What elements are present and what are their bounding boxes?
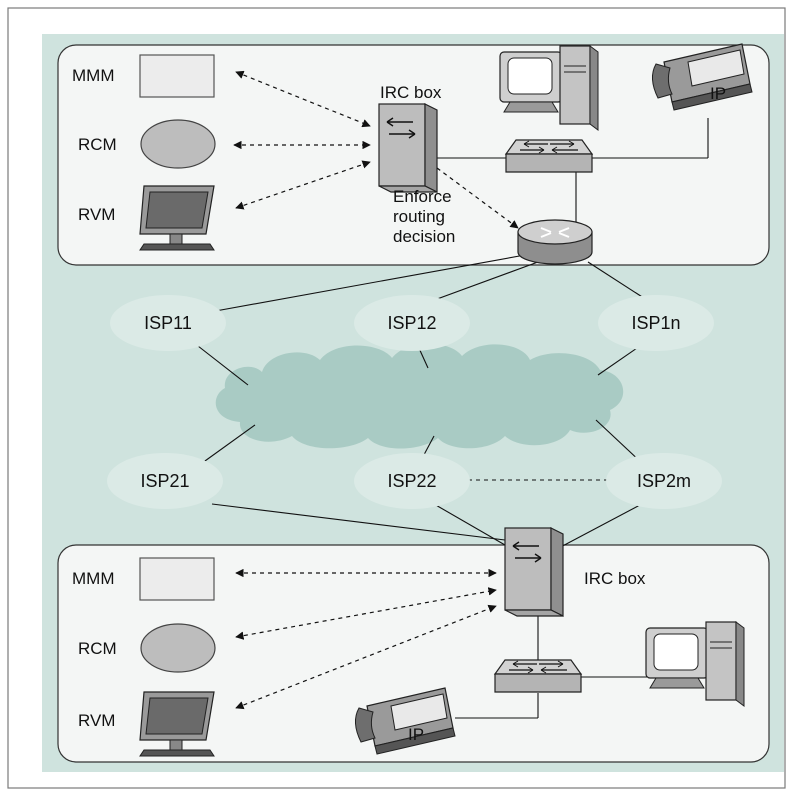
internet-cloud	[215, 343, 624, 449]
top-rcm-shape	[140, 119, 216, 169]
isp-11-label: ISP11	[144, 313, 192, 333]
top-mmm-label: MMM	[72, 66, 114, 85]
top-control-arrows	[233, 70, 519, 229]
bottom-irc-box-label: IRC box	[584, 569, 646, 588]
top-rcm-label: RCM	[78, 135, 117, 154]
top-mmm-box	[139, 54, 215, 98]
routing-label: routing	[393, 207, 445, 226]
top-rvm-label: RVM	[78, 205, 115, 224]
top-switch-icon	[505, 139, 593, 173]
bottom-switch-icon	[494, 659, 582, 693]
isp-11: ISP11	[110, 295, 226, 351]
isp-22-label: ISP22	[387, 471, 436, 491]
bottom-rvm-label: RVM	[78, 711, 115, 730]
bottom-irc-server-icon	[504, 527, 564, 617]
bottom-rcm-shape	[140, 623, 216, 673]
isp-1n-label: ISP1n	[631, 313, 680, 333]
enforce-label: Enforce	[393, 187, 452, 206]
bottom-rcm-label: RCM	[78, 639, 117, 658]
isp-12-label: ISP12	[387, 313, 436, 333]
isp-1n: ISP1n	[598, 295, 714, 351]
isp-22: ISP22	[354, 453, 470, 509]
bottom-mmm-label: MMM	[72, 569, 114, 588]
isp-21-label: ISP21	[140, 471, 189, 491]
top-ip-phone-label: IP	[710, 84, 726, 103]
bottom-mmm-box	[139, 557, 215, 601]
isp-2m: ISP2m	[606, 453, 722, 509]
isp-21: ISP21	[107, 453, 223, 509]
top-irc-server-icon	[378, 103, 438, 193]
bottom-control-arrows	[235, 568, 497, 710]
decision-label: decision	[393, 227, 455, 246]
router-icon	[517, 219, 593, 265]
isp-2m-label: ISP2m	[637, 471, 691, 491]
top-irc-box-label: IRC box	[380, 83, 442, 102]
bottom-ip-phone-label: IP	[408, 725, 424, 744]
isp-12: ISP12	[354, 295, 470, 351]
